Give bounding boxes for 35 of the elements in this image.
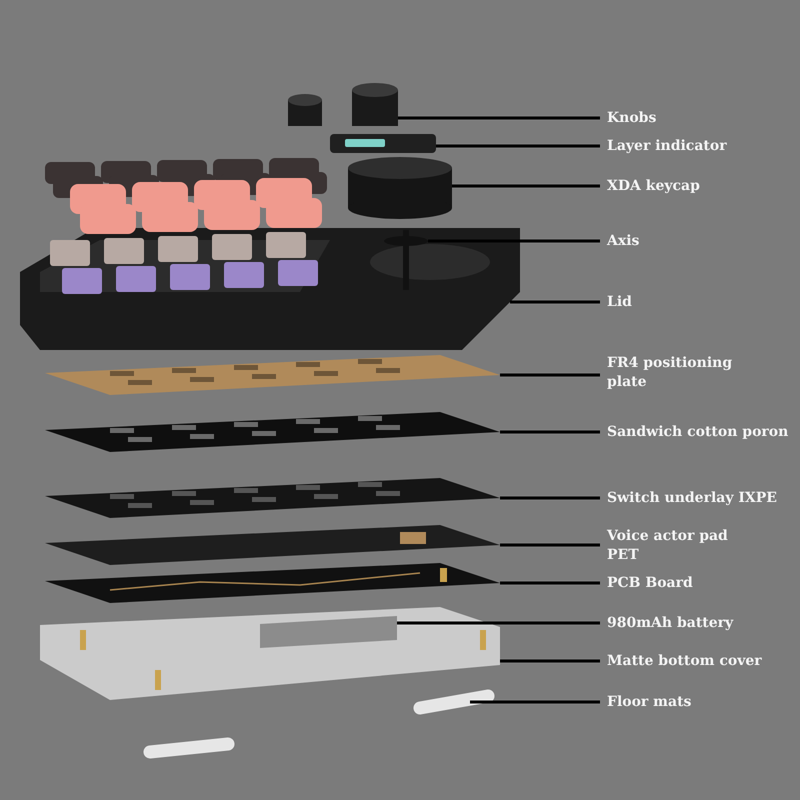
layer-indicator-drawing xyxy=(330,134,436,153)
part-label: Switch underlay IXPE xyxy=(607,489,797,508)
leader-line xyxy=(500,544,600,546)
leader-line xyxy=(500,430,600,434)
leader-line xyxy=(500,660,600,662)
part-label: Axis xyxy=(607,232,787,251)
leader-line xyxy=(452,184,600,188)
part-label: Layer indicator xyxy=(607,137,787,156)
pad-sheet-drawing xyxy=(45,525,500,565)
part-label: Voice actor pad PET xyxy=(607,527,737,565)
knob-drawing xyxy=(288,83,398,126)
leader-line xyxy=(500,582,600,584)
leader-line xyxy=(500,496,600,500)
leader-line xyxy=(428,240,600,242)
part-label: FR4 positioning plate xyxy=(607,354,737,392)
floor-mat-drawing xyxy=(144,690,494,758)
part-label: 980mAh battery xyxy=(607,614,787,633)
leader-line xyxy=(397,622,600,624)
poron-sheet-drawing xyxy=(45,412,500,452)
part-label: Knobs xyxy=(607,109,787,128)
leader-line xyxy=(436,144,600,148)
part-label: Lid xyxy=(607,293,787,312)
leader-line xyxy=(470,700,600,704)
part-label: Sandwich cotton poron xyxy=(607,423,797,442)
part-label: XDA keycap xyxy=(607,177,787,196)
leader-line xyxy=(398,116,600,120)
keycap-drawing xyxy=(45,157,452,234)
part-label: Matte bottom cover xyxy=(607,652,797,671)
underlay-sheet-drawing xyxy=(45,478,500,518)
positioning-plate-drawing xyxy=(45,355,500,395)
part-label: Floor mats xyxy=(607,693,787,712)
pcb-board-drawing xyxy=(45,563,500,603)
leader-line xyxy=(510,300,600,304)
leader-line xyxy=(500,374,600,376)
part-label: PCB Board xyxy=(607,574,787,593)
